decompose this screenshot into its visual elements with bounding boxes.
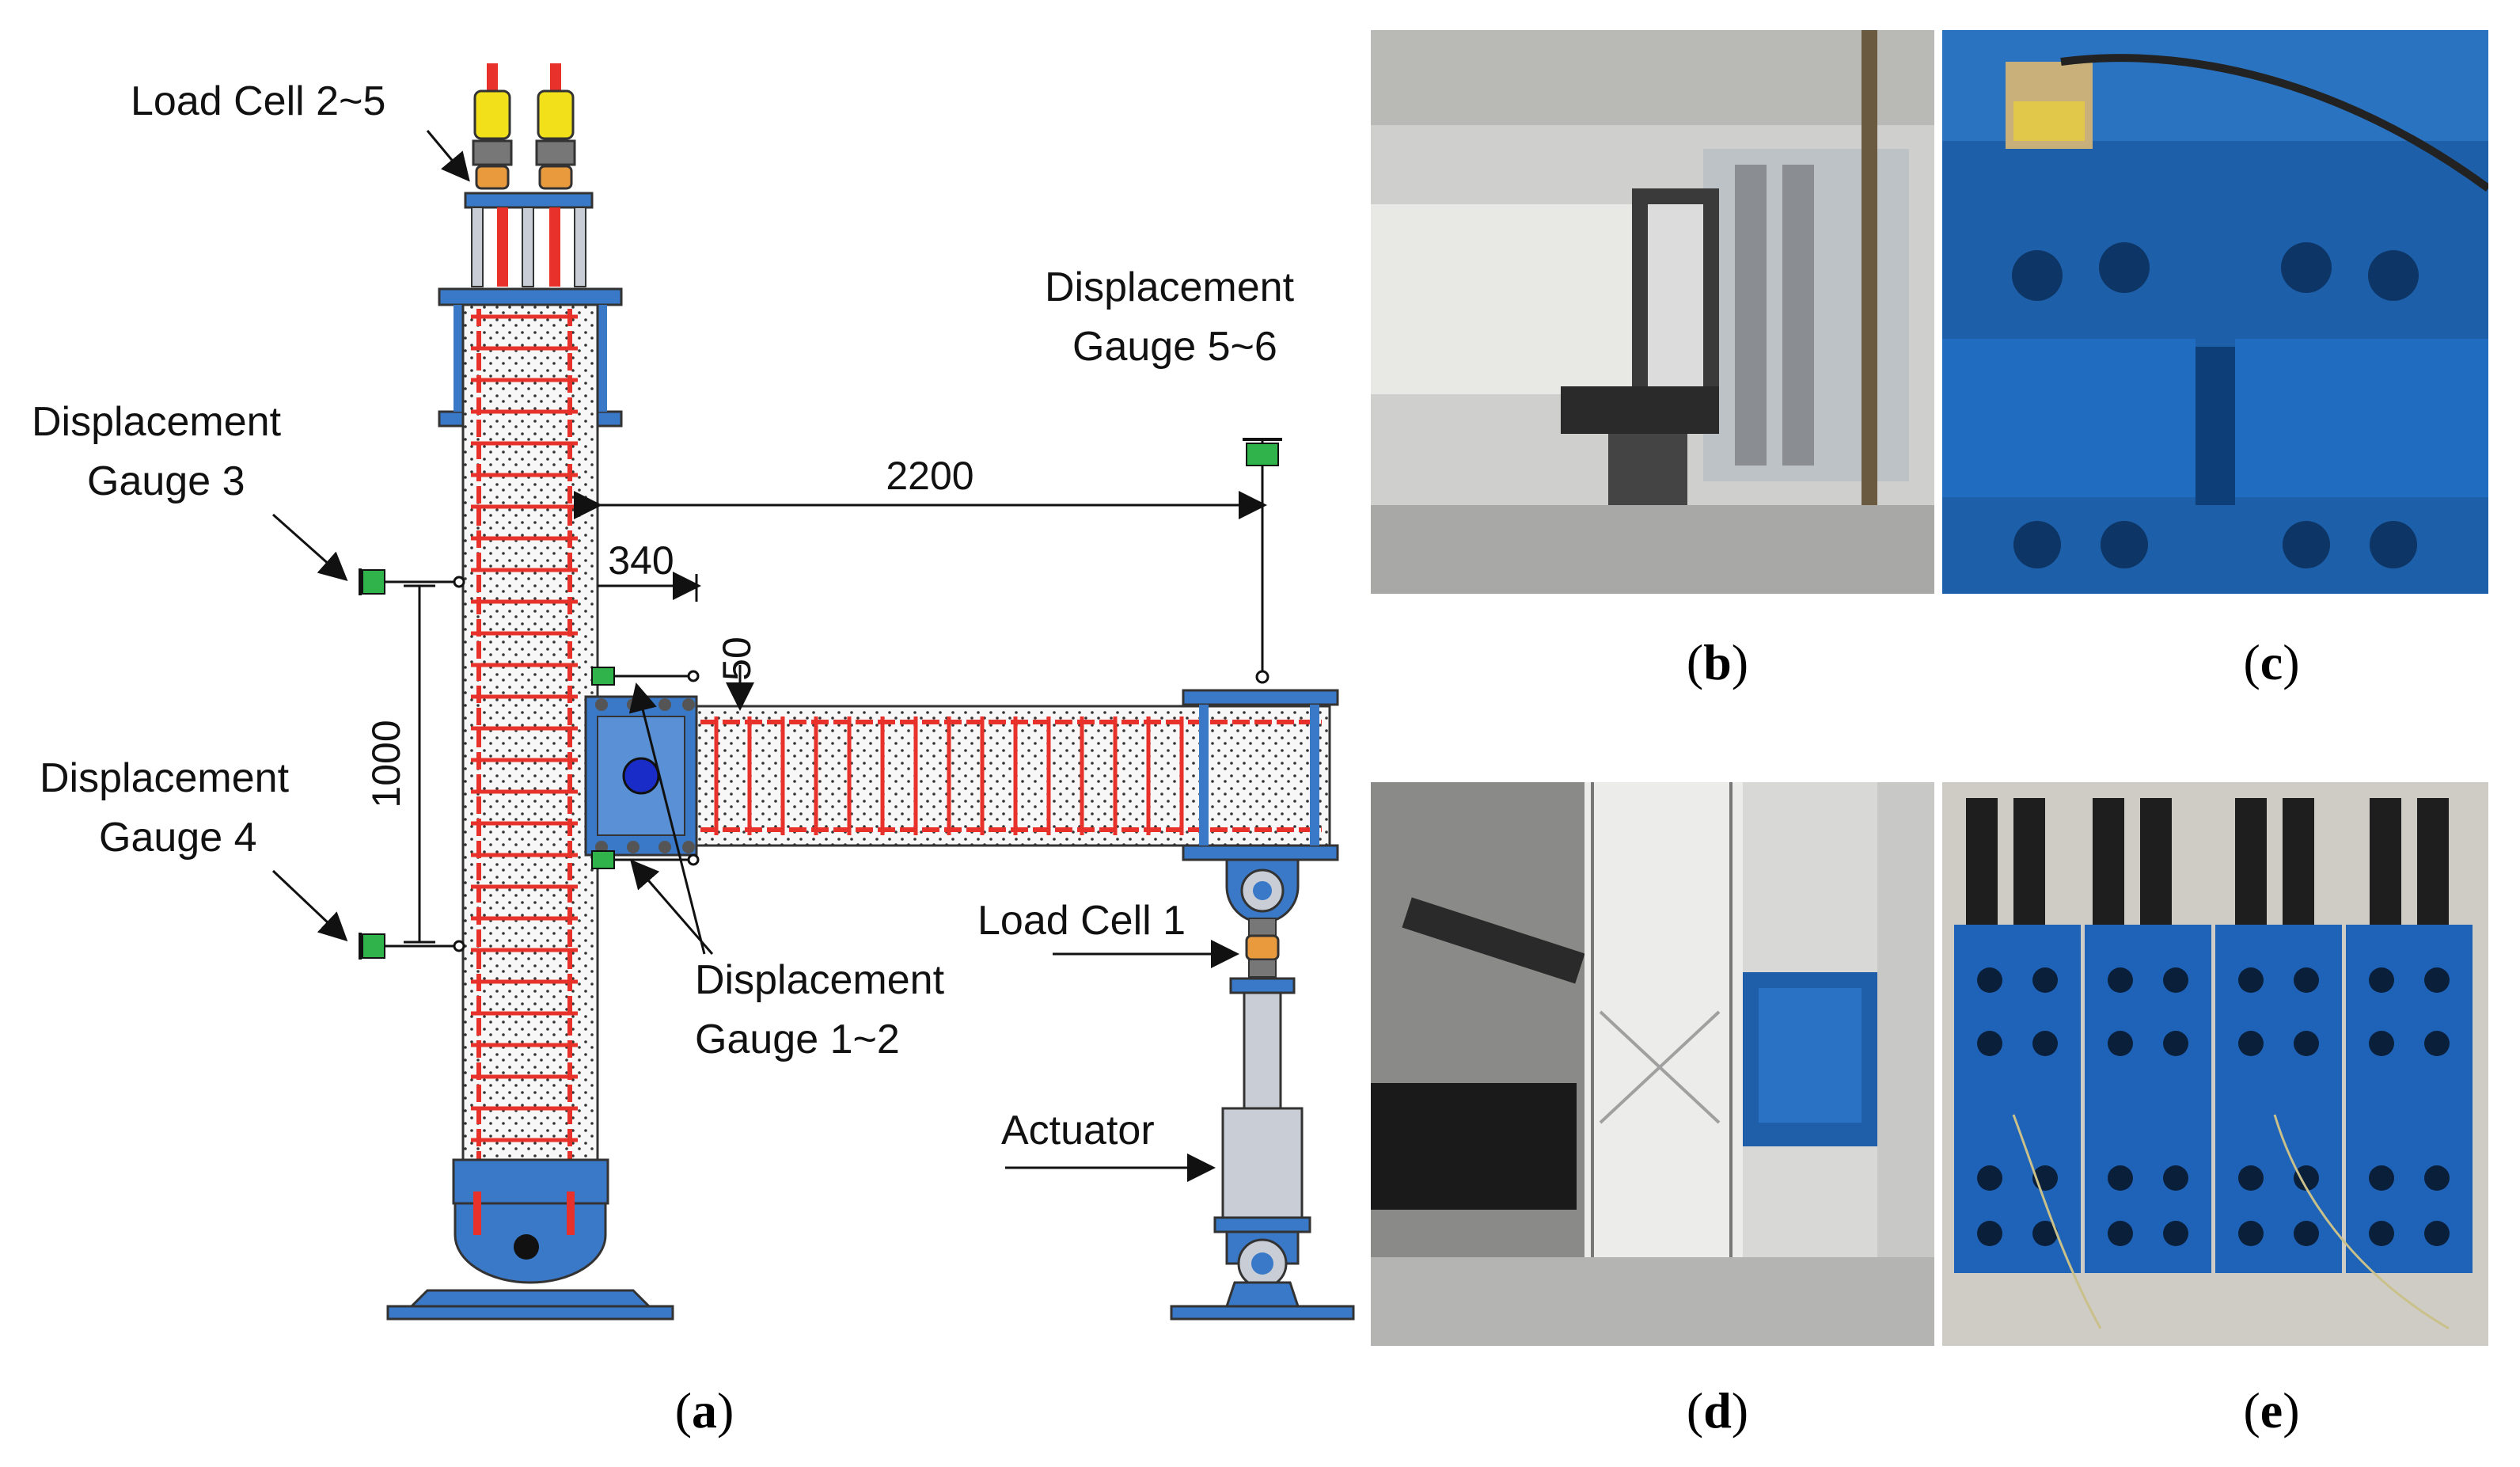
column-base-support [386, 1191, 674, 1321]
beam-column-connector [584, 695, 698, 857]
caption-a: (a) [674, 1382, 734, 1438]
dim-2200-label: 2200 [886, 454, 973, 498]
label-displacement-gauge-3-line1: Displacement [32, 399, 282, 445]
caption-b: (b) [1686, 634, 1749, 690]
dimension-2200: 2200 [574, 454, 1267, 519]
label-load-cell-1: Load Cell 1 [977, 898, 1186, 944]
dimension-1000: 1000 [364, 584, 435, 944]
photo-c-connector-detail [1942, 30, 2488, 594]
label-displacement-gauge-4-line2: Gauge 4 [99, 815, 257, 861]
dimension-50: 50 [715, 637, 759, 711]
beam-stirrups [714, 716, 1184, 835]
caption-d: (d) [1686, 1382, 1749, 1438]
photo-e-steel-plates [1942, 782, 2488, 1346]
displacement-gauge-5-6 [1243, 438, 1282, 684]
displacement-gauge-4 [359, 933, 465, 960]
label-displacement-gauge-1-2-line1: Displacement [695, 957, 945, 1003]
column-stirrups [471, 314, 578, 1174]
dimension-340: 340 [598, 538, 701, 602]
dim-50-label: 50 [715, 637, 759, 681]
photo-d-specimen-installed [1371, 782, 1934, 1346]
dim-1000-label: 1000 [364, 720, 408, 808]
label-displacement-gauge-3-line2: Gauge 3 [87, 458, 245, 504]
label-displacement-gauge-5-6-line2: Gauge 5~6 [1072, 324, 1277, 370]
column [438, 287, 623, 1211]
actuator-assembly [1170, 858, 1355, 1321]
column-top-load-cells [464, 63, 594, 287]
displacement-gauge-1-2 [591, 667, 700, 869]
label-displacement-gauge-5-6-line1: Displacement [1045, 264, 1295, 310]
photo-b-loading-frame [1371, 30, 1934, 594]
label-displacement-gauge-4-line1: Displacement [40, 755, 290, 801]
label-load-cell-2-5: Load Cell 2~5 [131, 78, 385, 124]
caption-c: (c) [2243, 634, 2300, 690]
displacement-gauge-3 [359, 568, 465, 595]
label-actuator: Actuator [1001, 1108, 1155, 1153]
label-displacement-gauge-1-2-line2: Gauge 1~2 [695, 1017, 900, 1062]
dim-340-label: 340 [608, 538, 674, 583]
test-setup-schematic: 2200 340 50 1000 Load Cell 2~5 Displacem… [32, 63, 1355, 1321]
caption-e: (e) [2243, 1382, 2300, 1438]
beam [695, 689, 1339, 861]
